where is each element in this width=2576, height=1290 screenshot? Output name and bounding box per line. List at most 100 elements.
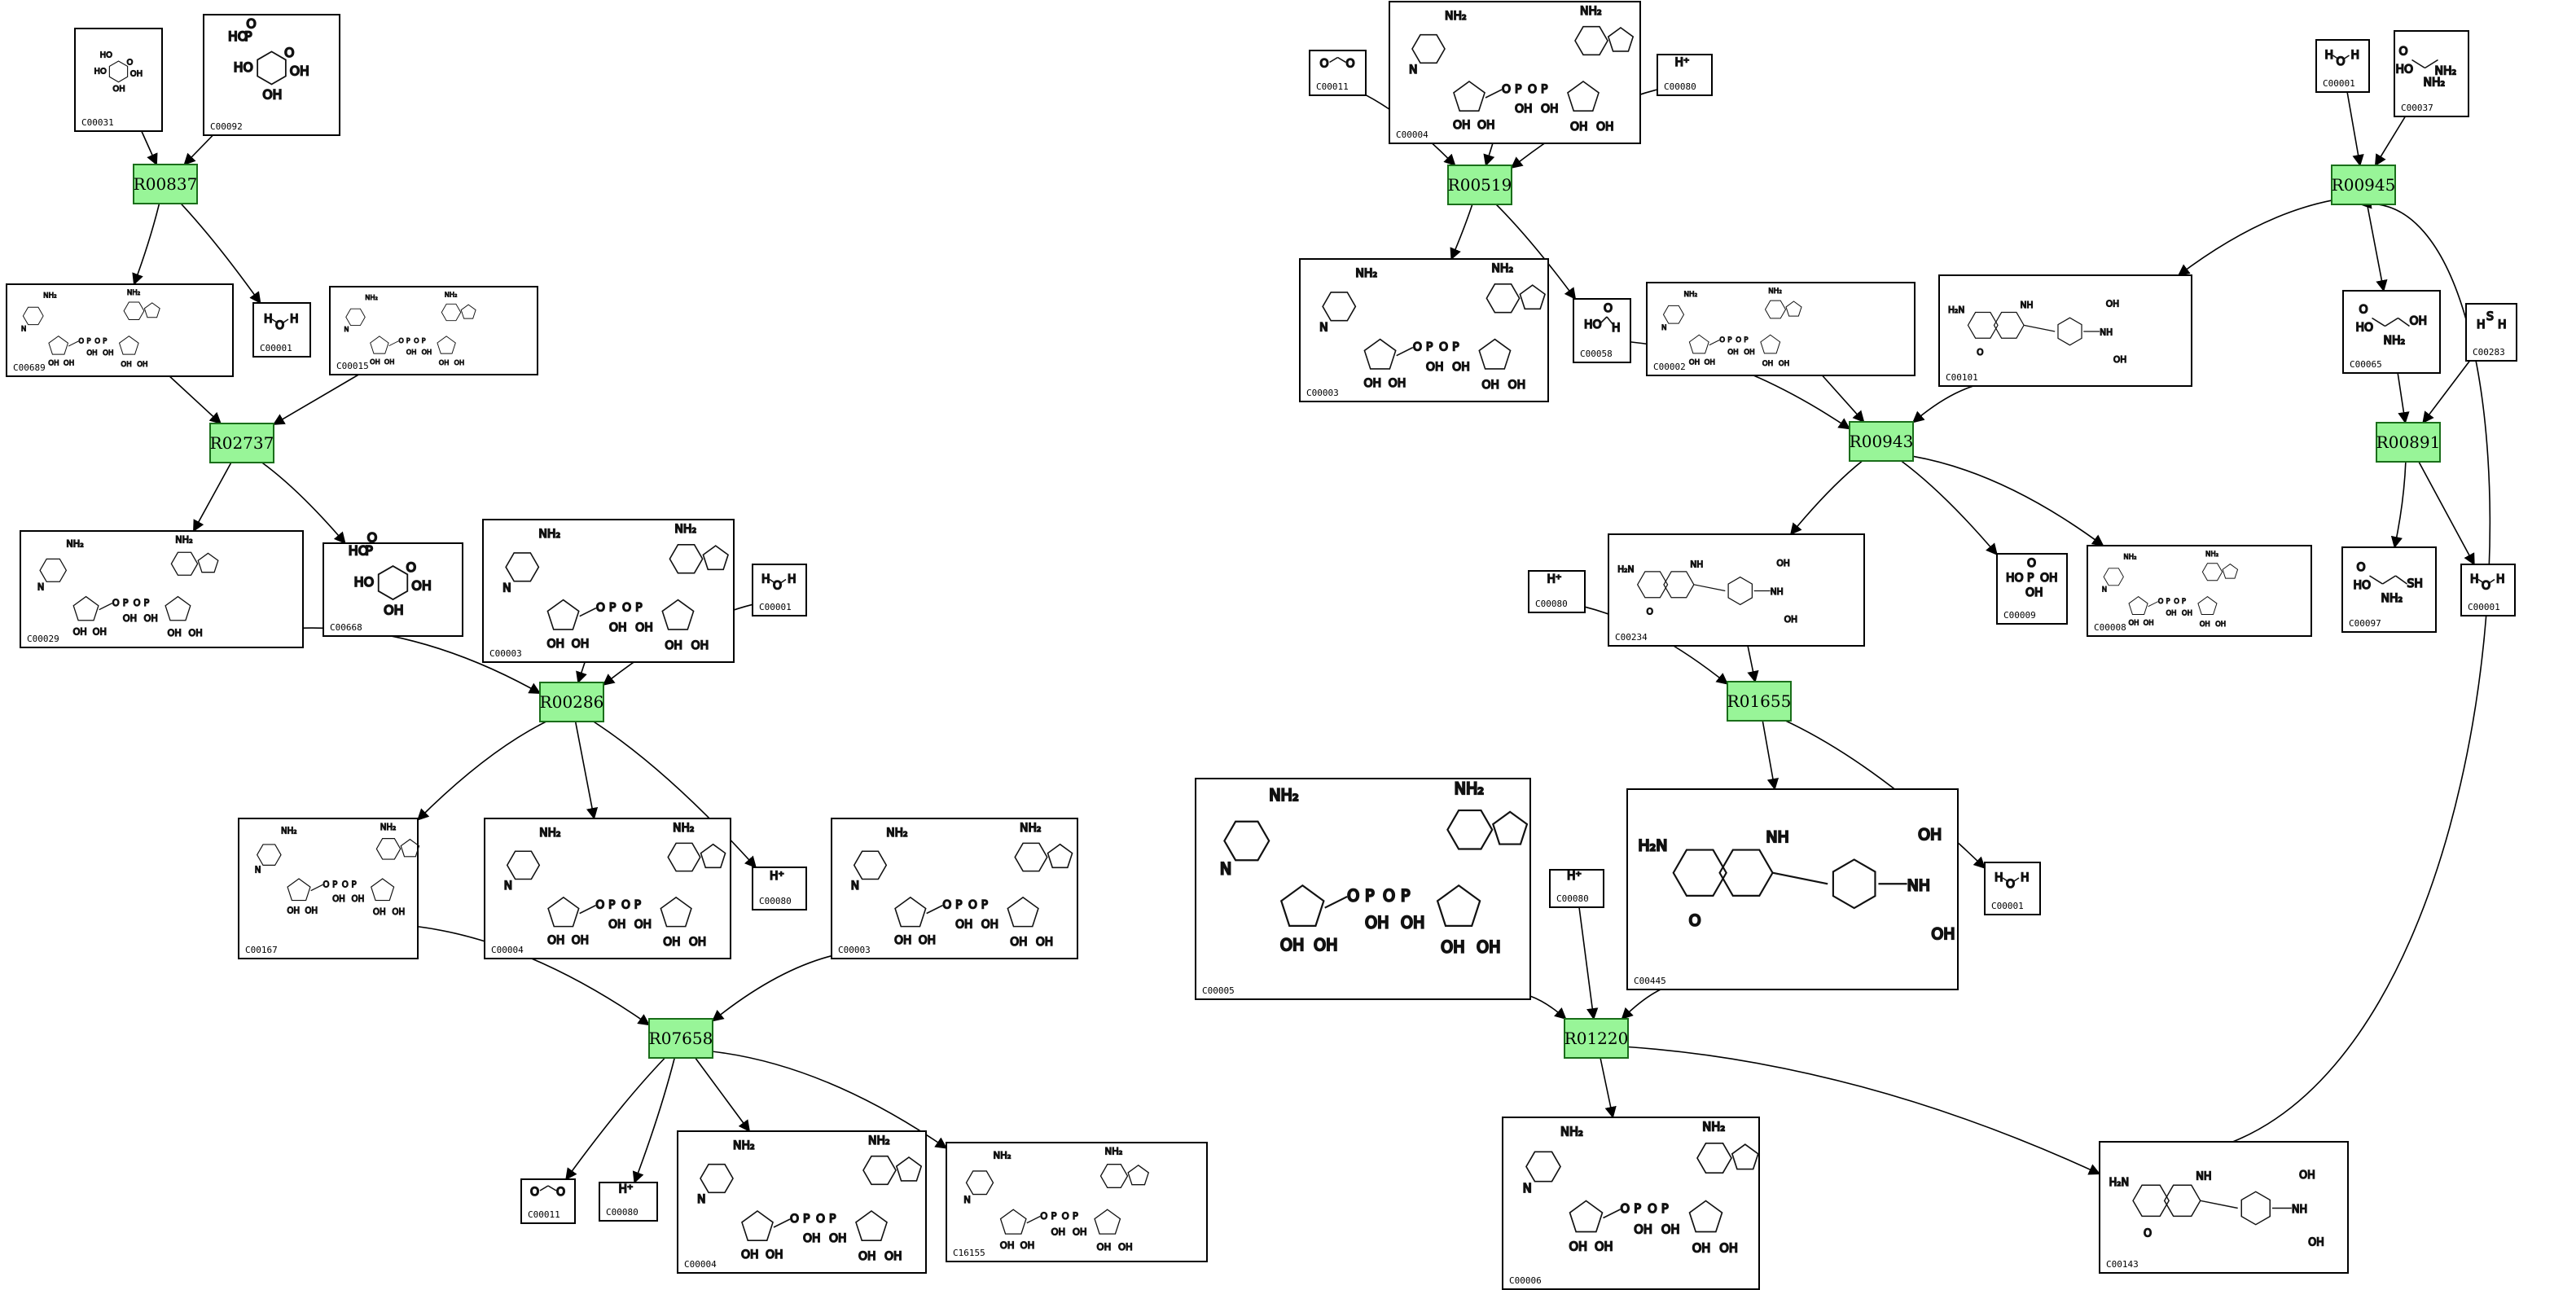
compound-box[interactable] (1646, 282, 1916, 376)
compound-box[interactable] (1573, 298, 1631, 363)
reaction-box[interactable] (2376, 422, 2441, 463)
reaction-box[interactable] (539, 682, 604, 722)
compound-box[interactable] (20, 530, 304, 648)
compound-box[interactable] (1996, 553, 2068, 625)
compound-C00080[interactable]: H⁺C00080 (1549, 869, 1604, 908)
compound-box[interactable] (831, 818, 1078, 959)
reaction-box[interactable] (1727, 681, 1792, 722)
compound-box[interactable] (520, 1178, 576, 1224)
compound-box[interactable] (1549, 869, 1604, 908)
compound-box[interactable] (329, 286, 538, 375)
reaction-R00286[interactable]: R00286 (539, 682, 604, 722)
reaction-R07658[interactable]: R07658 (648, 1018, 713, 1059)
compound-box[interactable] (2341, 546, 2437, 633)
compound-box[interactable] (1502, 1117, 1760, 1290)
reaction-R00945[interactable]: R00945 (2331, 165, 2396, 205)
compound-box[interactable] (1938, 274, 2192, 387)
compound-box[interactable] (1528, 570, 1586, 613)
compound-box[interactable] (323, 542, 463, 637)
compound-C00080[interactable]: H⁺C00080 (1528, 570, 1586, 613)
compound-box[interactable] (252, 302, 311, 358)
compound-box[interactable] (484, 818, 731, 959)
compound-box[interactable] (1984, 862, 2041, 915)
compound-box[interactable] (1608, 533, 1865, 647)
reaction-box[interactable] (648, 1018, 713, 1059)
compound-box[interactable] (2315, 39, 2370, 93)
compound-C00080[interactable]: H⁺C00080 (1657, 54, 1713, 96)
reaction-box[interactable] (1849, 421, 1914, 462)
compound-C00080[interactable]: H⁺C00080 (599, 1182, 658, 1222)
reaction-box[interactable] (1564, 1018, 1629, 1059)
reaction-box[interactable] (1447, 165, 1512, 205)
compound-box[interactable] (677, 1130, 927, 1274)
compound-box[interactable] (752, 867, 807, 910)
compound-box[interactable] (752, 564, 807, 616)
reaction-box[interactable] (209, 423, 274, 463)
compound-box[interactable] (2087, 545, 2312, 637)
reaction-box[interactable] (133, 164, 198, 204)
compound-box[interactable] (74, 28, 163, 132)
reaction-R02737[interactable]: R02737 (209, 423, 274, 463)
compound-box[interactable] (2342, 290, 2441, 374)
reaction-R00943[interactable]: R00943 (1849, 421, 1914, 462)
reaction-R00519[interactable]: R00519 (1447, 165, 1512, 205)
compound-box[interactable] (1657, 54, 1713, 96)
compound-box[interactable] (2465, 303, 2517, 362)
reaction-R00837[interactable]: R00837 (133, 164, 198, 204)
reaction-R01655[interactable]: R01655 (1727, 681, 1792, 722)
reaction-id-label: R00891 (2376, 432, 2441, 452)
compound-box[interactable] (482, 519, 735, 663)
compound-box[interactable] (2460, 564, 2516, 616)
compound-box[interactable] (946, 1142, 1208, 1262)
compound-C00080[interactable]: H⁺C00080 (752, 867, 807, 910)
reaction-R00891[interactable]: R00891 (2376, 422, 2441, 463)
compound-box[interactable] (1389, 1, 1641, 144)
compound-box[interactable] (1299, 258, 1549, 402)
reaction-box[interactable] (2331, 165, 2396, 205)
compound-box[interactable] (203, 14, 340, 136)
compound-box[interactable] (6, 283, 234, 377)
compound-box[interactable] (1195, 778, 1531, 1000)
reaction-R01220[interactable]: R01220 (1564, 1018, 1629, 1059)
compound-box[interactable] (2099, 1141, 2349, 1274)
compound-box[interactable] (2394, 30, 2469, 117)
compound-box[interactable] (599, 1182, 658, 1222)
compound-box[interactable] (238, 818, 419, 959)
